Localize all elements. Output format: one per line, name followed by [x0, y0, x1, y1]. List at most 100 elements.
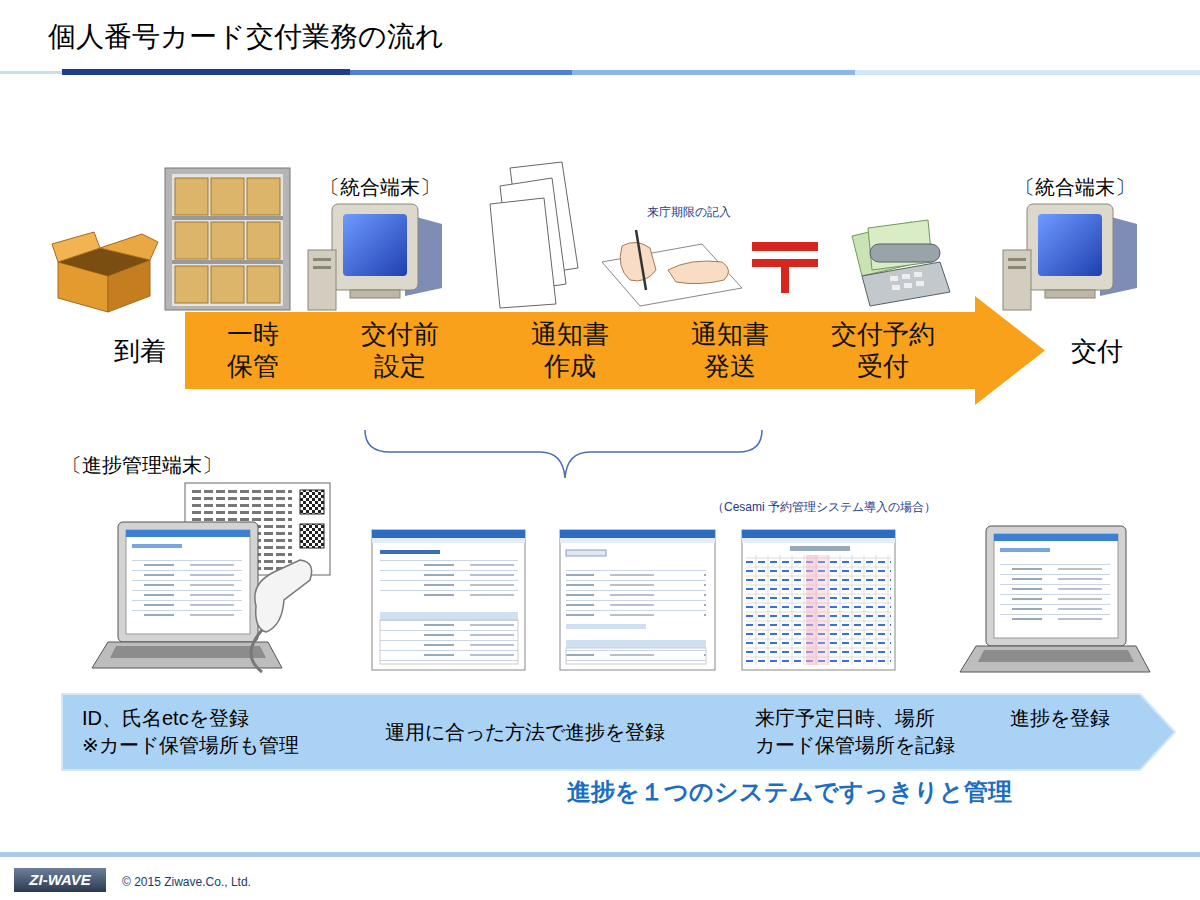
text-slot: 運用に合った方法で進捗を登録 [385, 719, 665, 746]
step-label: 交付予約 受付 [831, 318, 935, 383]
progress-band: ID、氏名etcを登録 ※カード保管場所も管理 運用に合った方法で進捗を登録 来庁予… [62, 694, 1175, 770]
notice-papers [490, 162, 578, 308]
storage-shelf [165, 168, 290, 310]
barcode-sheet [300, 524, 324, 548]
storage-shelf [172, 260, 283, 264]
page-title: 個人番号カード交付業務の流れ [48, 20, 444, 54]
writing-hands [636, 230, 646, 290]
terminal-computer [1003, 204, 1137, 310]
text-line: 発送 [691, 350, 769, 383]
copyright: © 2015 Ziwave.Co., Ltd. [122, 875, 251, 889]
text-line: 通知書 [691, 318, 769, 351]
label-slot: 〔統合端末〕 [1015, 175, 1135, 199]
text-line: 一時 [227, 318, 279, 351]
terminal-label: 〔統合端末〕 [320, 175, 440, 199]
text-line: 交付予約 [831, 318, 935, 351]
label-slot: 〔統合端末〕 [320, 175, 440, 199]
postal-mark [752, 242, 818, 251]
calendar-capture [742, 530, 895, 670]
progress-band-outline [62, 694, 1175, 770]
storage-shelf [172, 174, 283, 306]
storage-shelf [175, 222, 208, 259]
title-rule [62, 69, 350, 75]
barcode-scanner [251, 630, 262, 672]
screen-capture [566, 648, 706, 664]
reservation-phone [902, 274, 910, 279]
band-note: 来庁予定日時、場所 カード保管場所を記録 [755, 705, 955, 759]
text-line: 作成 [531, 350, 609, 383]
label-slot: 進捗を１つのシステムですっきりと管理 [567, 778, 1012, 807]
title-rule [0, 69, 1200, 75]
terminal-label: 〔統合端末〕 [1015, 175, 1135, 199]
postal-mark [752, 242, 818, 293]
annotation: （Cesami 予約管理システム導入の場合） [712, 500, 936, 514]
screen-capture [380, 620, 518, 664]
label-slot: ZI-WAVE [29, 871, 90, 889]
calendar-capture [742, 530, 895, 538]
slogan: 進捗を１つのシステムですっきりと管理 [567, 778, 1012, 807]
storage-shelf [175, 266, 208, 303]
barcode-sheet [300, 490, 324, 514]
text-slot: 来庁予定日時、場所 カード保管場所を記録 [755, 705, 955, 759]
screen-capture [372, 538, 525, 543]
calendar-capture [818, 555, 830, 665]
calendar-capture [806, 555, 818, 665]
screen-capture [560, 538, 715, 543]
range-brace [365, 430, 762, 478]
text-line: ID、氏名etcを登録 [82, 705, 299, 732]
reservation-phone [862, 262, 950, 306]
band-note: 運用に合った方法で進捗を登録 [385, 719, 665, 746]
cardboard-box [52, 232, 158, 312]
terminal-label: 〔進捗管理端末〕 [62, 453, 222, 477]
calendar-capture [742, 530, 895, 670]
title-rule [350, 70, 572, 75]
terminal-computer [308, 204, 442, 310]
text-line: 運用に合った方法で進捗を登録 [385, 719, 665, 746]
footer-rule [0, 852, 1200, 857]
writing-hands [602, 230, 742, 306]
storage-shelf [211, 222, 244, 259]
label-slot: © 2015 Ziwave.Co., Ltd. [122, 875, 251, 889]
title-rule [855, 70, 1200, 75]
screen-capture [560, 530, 715, 670]
text-slot: 交付前 設定 [361, 318, 439, 383]
screen-capture [566, 566, 706, 616]
company-logo [14, 868, 106, 892]
label-slot: 到着 [114, 336, 166, 367]
company-logo [14, 868, 106, 892]
calendar-capture [742, 538, 895, 543]
text-line: 交付前 [361, 318, 439, 351]
screen-capture [566, 550, 606, 556]
reservation-phone [914, 272, 922, 277]
step-label: 交付前 設定 [361, 318, 439, 383]
text-line: 来庁予定日時、場所 [755, 705, 955, 732]
writing-hands [668, 261, 729, 284]
notice-papers [490, 198, 556, 308]
storage-shelf [175, 178, 208, 215]
barcode-scanner [255, 560, 312, 632]
reservation-phone [892, 285, 900, 290]
text-line: ※カード保管場所も管理 [82, 732, 299, 759]
text-line: カード保管場所を記録 [755, 732, 955, 759]
storage-shelf [211, 178, 244, 215]
screen-capture [372, 530, 525, 538]
screen-capture [372, 530, 525, 670]
text-slot: 通知書 作成 [531, 318, 609, 383]
text-slot: ID、氏名etcを登録 ※カード保管場所も管理 [82, 705, 299, 759]
screen-capture [380, 550, 440, 554]
screen-capture [566, 640, 706, 648]
screen-capture [566, 624, 646, 629]
flow-arrow-shape [185, 296, 1045, 405]
storage-shelf [172, 216, 283, 220]
band-note: ID、氏名etcを登録 ※カード保管場所も管理 [82, 705, 299, 759]
text-slot: 進捗を登録 [1010, 705, 1110, 732]
screen-capture [380, 612, 518, 620]
label-slot: 〔進捗管理端末〕 [62, 453, 222, 477]
storage-shelf [247, 178, 280, 215]
label-slot: （Cesami 予約管理システム導入の場合） [712, 500, 936, 514]
reservation-phone [870, 244, 940, 262]
footer-rule [0, 852, 1200, 857]
storage-shelf [247, 222, 280, 259]
reservation-phone [852, 220, 950, 306]
